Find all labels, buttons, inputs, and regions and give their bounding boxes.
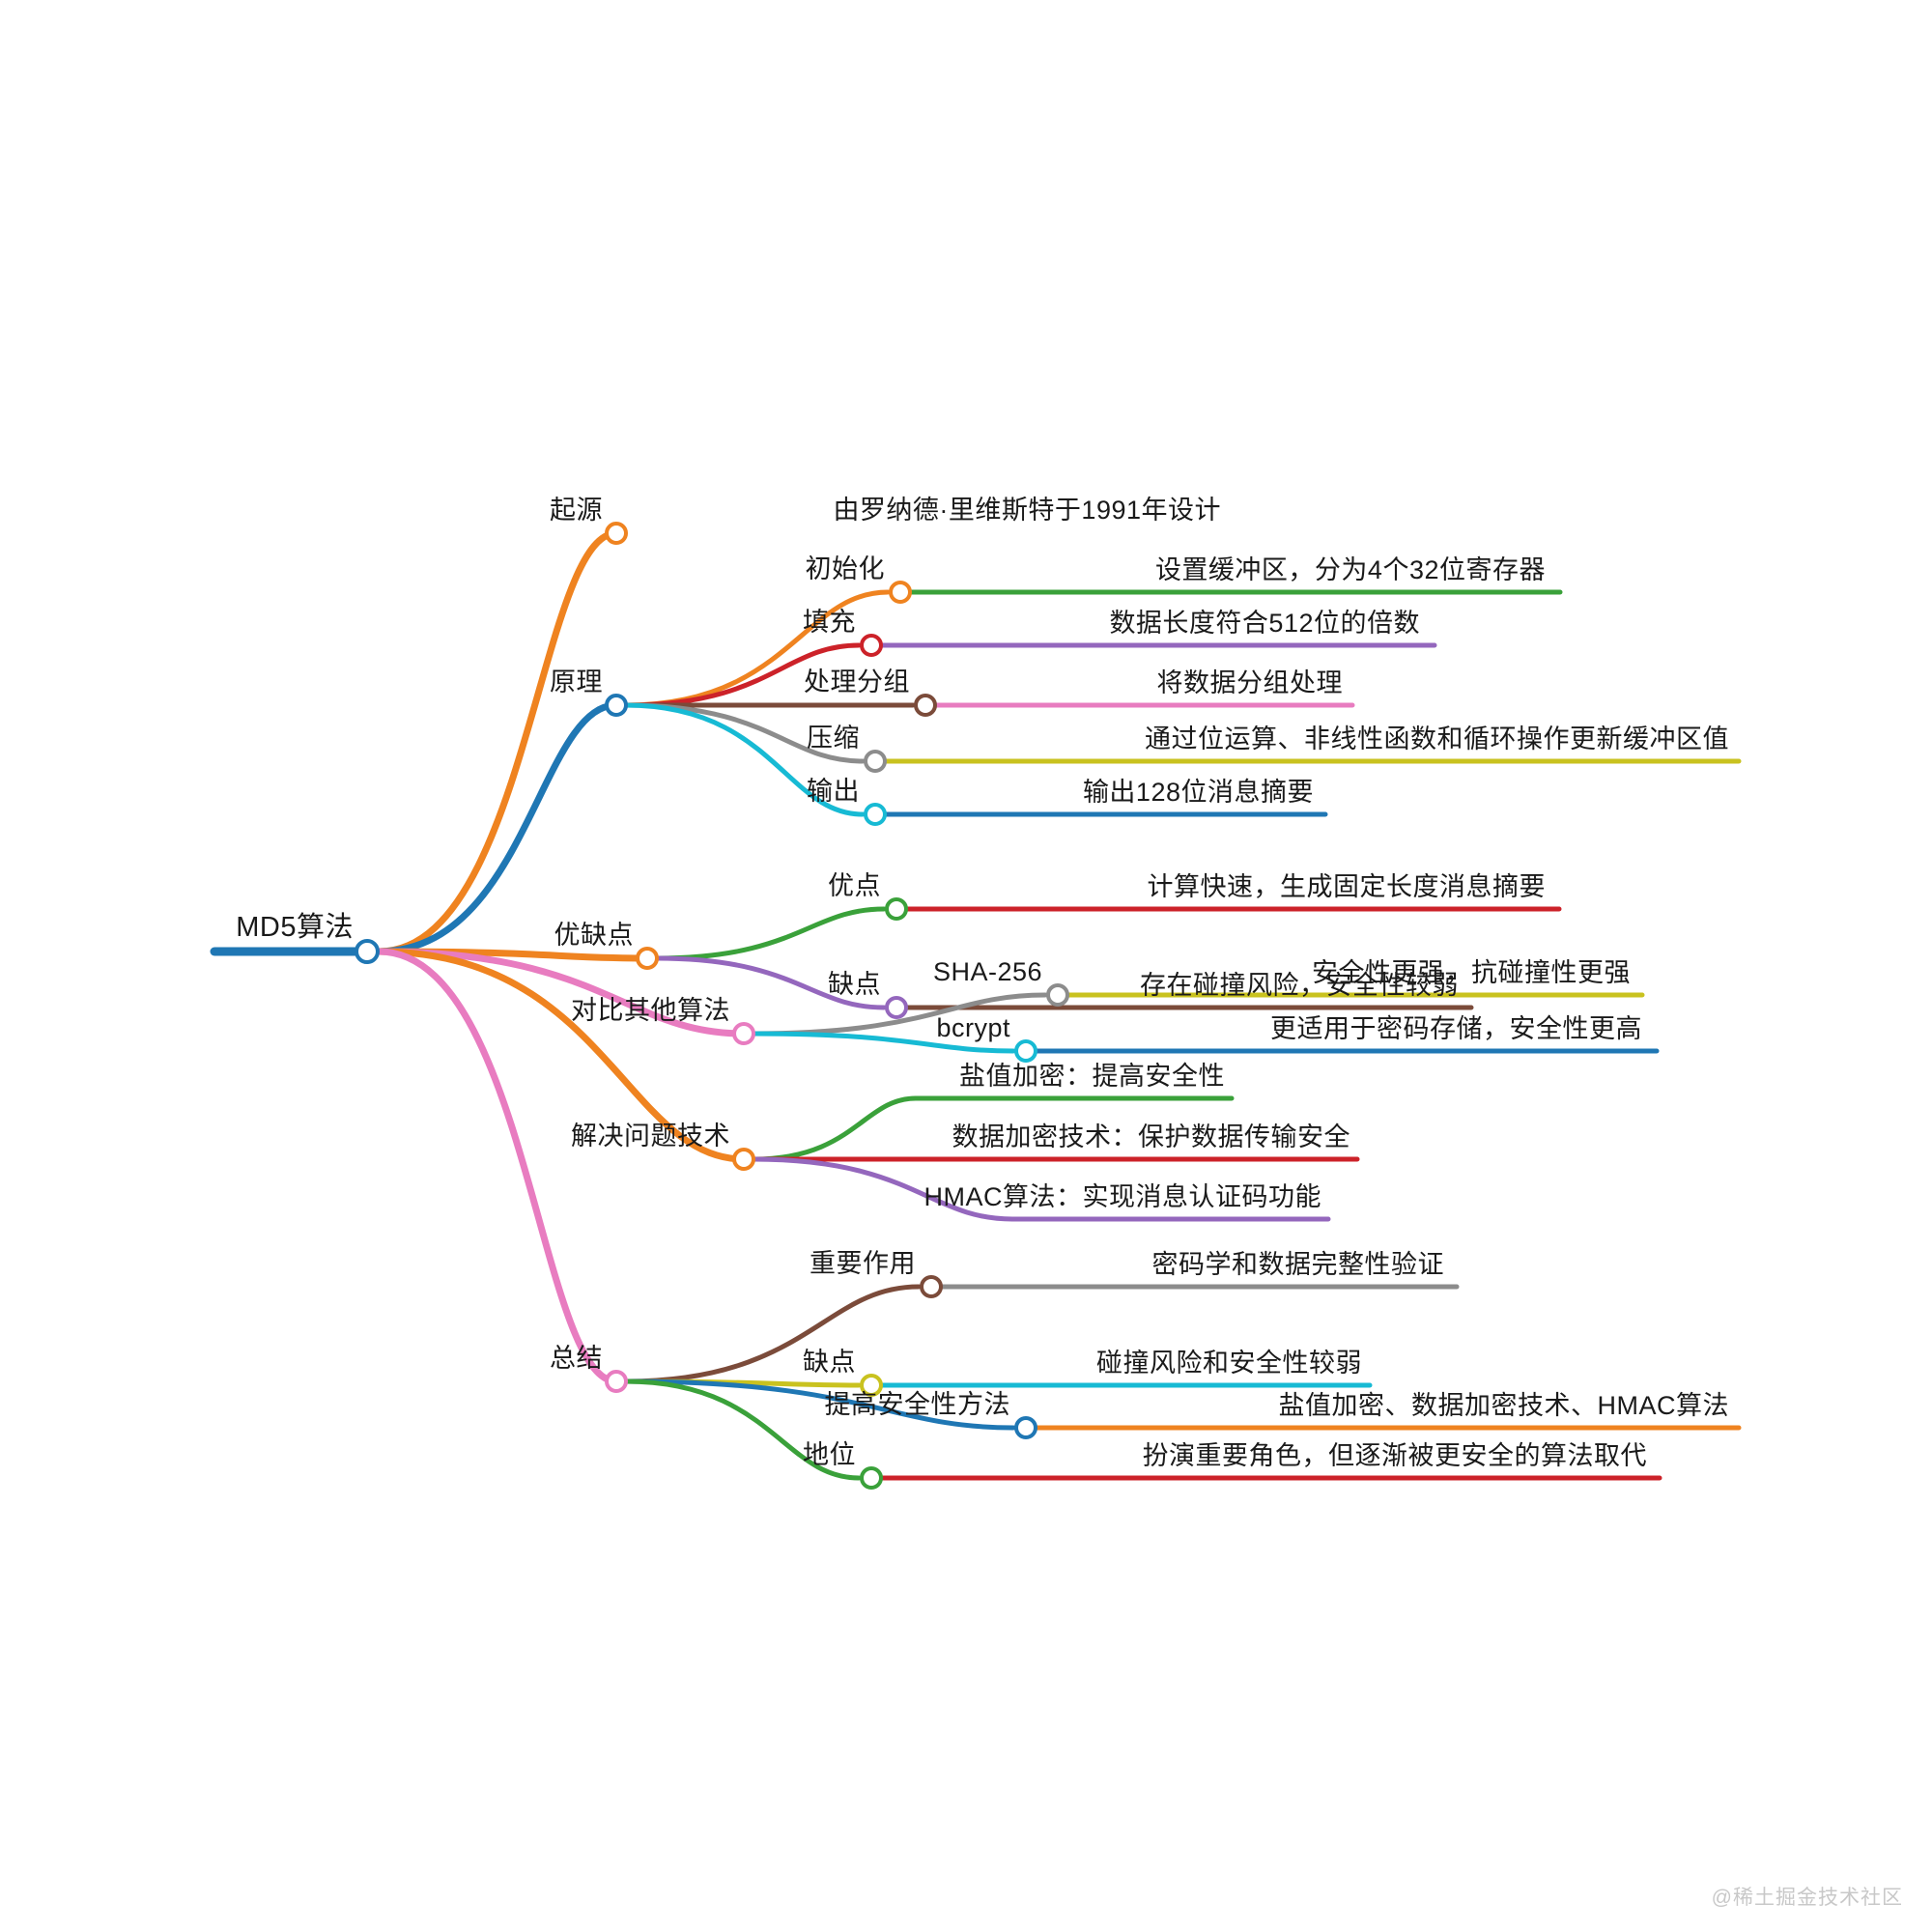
branch-label-0: 起源: [550, 496, 603, 525]
leaf-text-5-3: 扮演重要角色，但逐渐被更安全的算法取代: [1142, 1441, 1647, 1470]
child-label-1-1: 填充: [803, 608, 856, 637]
child-node-dot-5-2[interactable]: [1014, 1416, 1037, 1439]
leaf-text-3-1: 更适用于密码存储，安全性更高: [1270, 1014, 1642, 1043]
child-label-3-0: SHA-256: [932, 957, 1042, 986]
branch-node-dot-3[interactable]: [732, 1022, 755, 1045]
child-node-dot-2-1[interactable]: [885, 996, 908, 1019]
child-curve-5-1: [623, 1378, 862, 1388]
branch-node-dot-2[interactable]: [636, 947, 659, 970]
child-node-dot-1-1[interactable]: [860, 634, 883, 657]
child-label-5-3: 地位: [803, 1440, 856, 1469]
child-label-0-0: 由罗纳德·里维斯特于1991年设计: [833, 496, 1221, 525]
child-label-1-4: 输出: [807, 777, 860, 806]
leaf-text-1-2: 将数据分组处理: [1156, 668, 1343, 697]
watermark: @稀土掘金技术社区: [1711, 1887, 1903, 1909]
child-node-dot-1-4[interactable]: [864, 803, 887, 826]
leaf-curve-4-0: [751, 1095, 919, 1162]
branch-curve-0: [375, 529, 620, 955]
leaf-text-2-1: 存在碰撞风险，安全性较弱: [1140, 971, 1459, 1000]
child-node-dot-5-0[interactable]: [920, 1275, 943, 1298]
branch-label-3: 对比其他算法: [571, 996, 730, 1025]
leaf-text-1-0: 设置缓冲区，分为4个32位寄存器: [1154, 555, 1546, 584]
leaf-text-1-3: 通过位运算、非线性函数和循环操作更新缓冲区值: [1145, 724, 1729, 753]
branch-label-1: 原理: [550, 668, 603, 696]
child-label-1-3: 压缩: [807, 724, 860, 753]
child-label-1-0: 初始化: [805, 554, 885, 583]
child-curve-5-0: [623, 1284, 922, 1384]
child-node-dot-5-1[interactable]: [860, 1374, 883, 1397]
child-node-dot-1-0[interactable]: [889, 581, 912, 604]
branch-label-5: 总结: [550, 1344, 603, 1373]
leaf-text-1-4: 输出128位消息摘要: [1082, 778, 1314, 807]
child-node-dot-3-1[interactable]: [1014, 1039, 1037, 1063]
child-node-dot-0-0[interactable]: [1225, 522, 1248, 545]
child-node-dot-5-3[interactable]: [860, 1466, 883, 1490]
leaf-text-5-2: 盐值加密、数据加密技术、HMAC算法: [1278, 1391, 1729, 1420]
branch-node-dot-0[interactable]: [605, 522, 628, 545]
leaf-text-4-1: 数据加密技术：保护数据传输安全: [952, 1122, 1350, 1151]
branch-label-2: 优缺点: [554, 921, 634, 950]
branch-node-dot-1[interactable]: [605, 694, 628, 717]
leaf-text-4-0: 盐值加密：提高安全性: [959, 1062, 1225, 1091]
child-label-5-1: 缺点: [803, 1348, 856, 1377]
child-node-dot-1-3[interactable]: [864, 750, 887, 773]
root-label: MD5算法: [236, 912, 354, 943]
root-node-dot[interactable]: [355, 939, 380, 964]
child-node-dot-3-0[interactable]: [1046, 983, 1069, 1007]
child-node-dot-1-2[interactable]: [914, 694, 937, 717]
leaf-text-5-1: 碰撞风险和安全性较弱: [1096, 1349, 1362, 1378]
branch-label-4: 解决问题技术: [571, 1122, 730, 1151]
leaf-text-2-0: 计算快速，生成固定长度消息摘要: [1147, 872, 1546, 901]
child-curve-2-0: [654, 906, 887, 961]
child-label-2-1: 缺点: [828, 970, 881, 999]
child-node-dot-2-0[interactable]: [885, 897, 908, 921]
child-label-5-2: 提高安全性方法: [824, 1390, 1010, 1419]
leaf-text-3-0: 安全性更强，抗碰撞性更强: [1312, 958, 1631, 987]
branch-node-dot-5[interactable]: [605, 1370, 628, 1393]
branch-curve-1: [375, 701, 620, 955]
leaf-text-1-1: 数据长度符合512位的倍数: [1109, 609, 1420, 638]
branch-node-dot-4[interactable]: [732, 1148, 755, 1171]
leaf-text-4-2: HMAC算法：实现消息认证码功能: [923, 1182, 1321, 1211]
child-label-2-0: 优点: [828, 871, 881, 900]
child-label-3-1: bcrypt: [936, 1013, 1010, 1042]
leaf-text-5-0: 密码学和数据完整性验证: [1151, 1250, 1444, 1279]
child-label-1-2: 处理分组: [804, 668, 910, 696]
child-label-5-0: 重要作用: [810, 1249, 916, 1278]
